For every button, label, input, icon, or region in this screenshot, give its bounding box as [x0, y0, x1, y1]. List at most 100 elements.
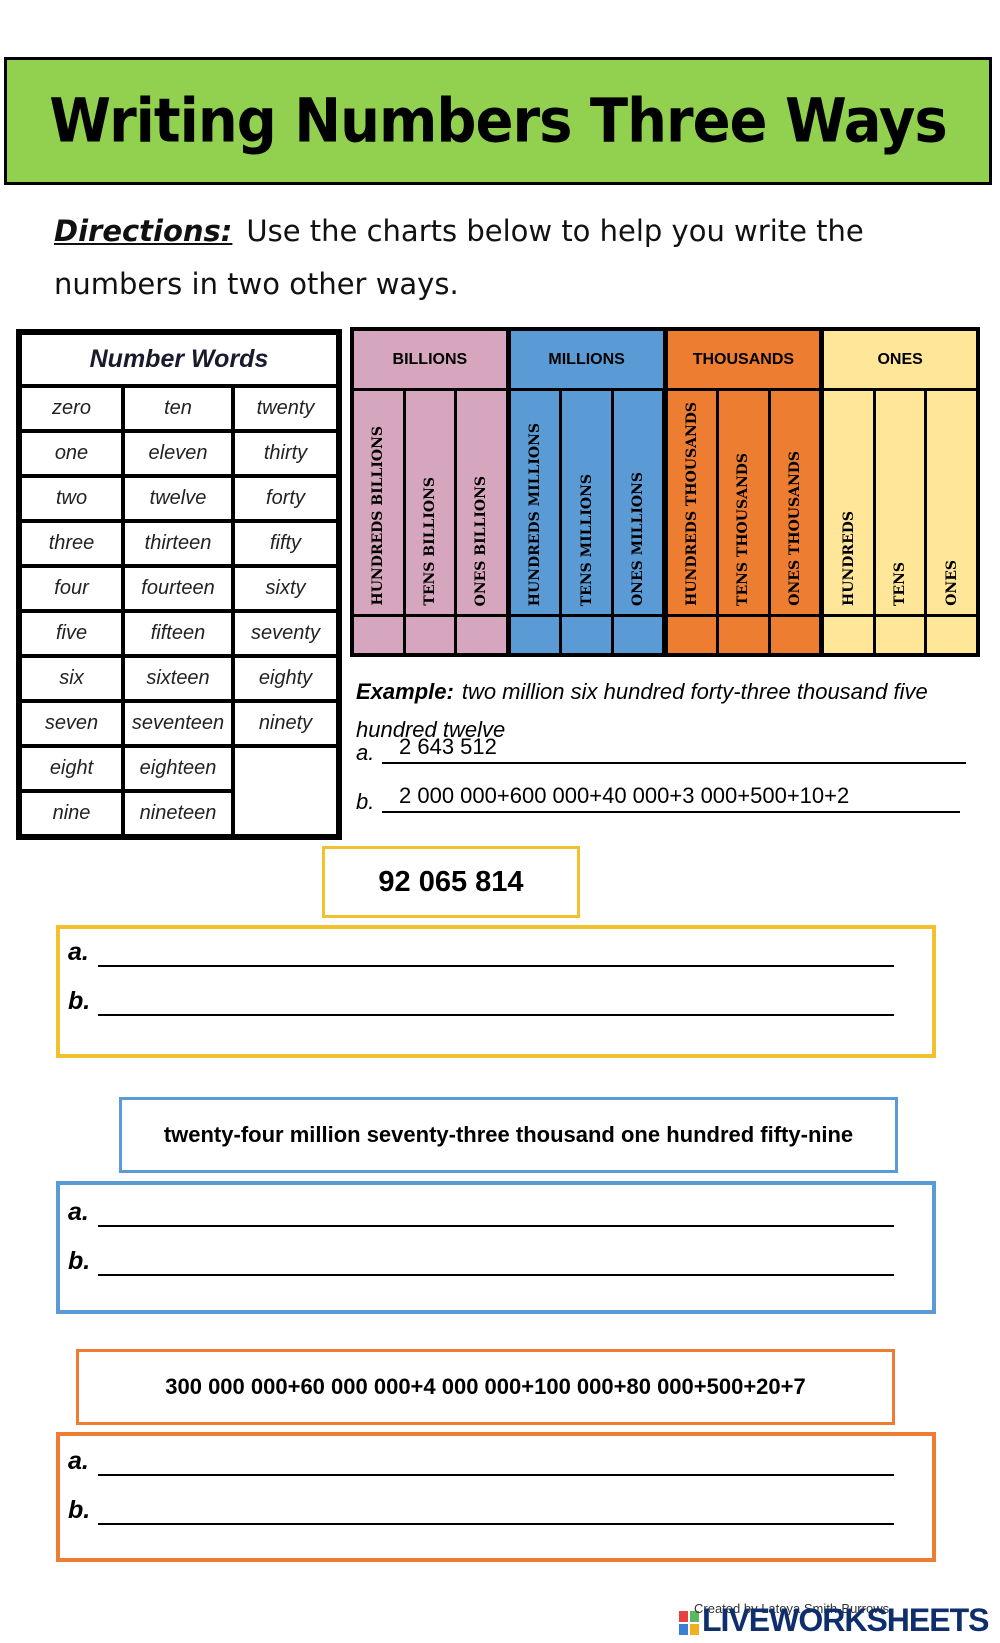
place-group-millions: MILLIONS HUNDREDS MILLIONS TENS MILLIONS ON… — [510, 331, 663, 653]
answer-2b-line — [98, 1274, 894, 1276]
number-word-cell: six — [22, 658, 121, 699]
place-column-text: ONES — [943, 560, 960, 606]
number-words-header: Number Words — [22, 335, 336, 384]
place-group-header: THOUSANDS — [667, 331, 820, 388]
number-word-cell: eighty — [235, 658, 336, 699]
number-word-cell: nine — [22, 793, 121, 834]
place-column-label: ONES THOUSANDS — [770, 391, 820, 614]
place-group-header: BILLIONS — [354, 331, 506, 388]
place-digit-box[interactable] — [354, 617, 403, 653]
place-column-text: ONES BILLIONS — [473, 475, 490, 606]
author-credit: Created by Latoya Smith-Burrows — [694, 1601, 890, 1616]
brand-name: LIVEWORKSHEETS — [702, 1602, 989, 1638]
answer-1a-label: a. — [68, 938, 89, 966]
answer-2a-label: a. — [68, 1198, 89, 1226]
place-column-text: HUNDREDS BILLIONS — [370, 426, 387, 606]
place-column-label: TENS MILLIONS — [562, 391, 611, 614]
answer-3a[interactable]: a. — [68, 1442, 894, 1482]
place-column-label: ONES — [927, 391, 976, 614]
example-a-label: a. — [356, 740, 375, 765]
place-digit-box[interactable] — [667, 617, 717, 653]
number-word-cell: three — [22, 523, 121, 564]
place-digit-box[interactable] — [824, 617, 873, 653]
directions: Directions:Use the charts below to help … — [54, 205, 954, 311]
place-digit-box[interactable] — [875, 617, 925, 653]
number-word-cell: twenty — [235, 388, 336, 429]
place-digit-box[interactable] — [457, 617, 506, 653]
number-word-cell: eleven — [125, 433, 231, 474]
number-word-cell: fifty — [235, 523, 336, 564]
example-b-line — [382, 811, 960, 813]
answer-box-2: a. b. — [56, 1181, 936, 1314]
place-column: HUNDREDS THOUSANDS — [667, 391, 717, 653]
number-word-cell: zero — [22, 388, 121, 429]
answer-2b-label: b. — [68, 1247, 91, 1275]
place-column: HUNDREDS BILLIONS — [354, 391, 403, 653]
directions-text: Use the charts below to help you write t… — [54, 214, 864, 301]
place-column-label: TENS BILLIONS — [405, 391, 455, 614]
number-word-cell: thirteen — [125, 523, 231, 564]
place-column: HUNDREDS — [824, 391, 873, 653]
place-digit-box[interactable] — [613, 617, 663, 653]
answer-1a[interactable]: a. — [68, 933, 894, 973]
answer-1b-line — [98, 1014, 894, 1016]
place-column: ONES — [927, 391, 976, 653]
answer-3a-label: a. — [68, 1447, 89, 1475]
place-column: HUNDREDS MILLIONS — [510, 391, 560, 653]
example-a-value: 2 643 512 — [399, 734, 497, 759]
footer-brand[interactable]: Created by Latoya Smith-Burrows LIVEWORK… — [678, 1601, 1000, 1638]
place-column-text: HUNDREDS MILLIONS — [527, 422, 544, 606]
number-word-cell: five — [22, 613, 121, 654]
answer-2a[interactable]: a. — [68, 1193, 894, 1233]
place-digit-box[interactable] — [405, 617, 455, 653]
place-digit-box[interactable] — [510, 617, 560, 653]
number-word-cell: one — [22, 433, 121, 474]
place-column: TENS THOUSANDS — [719, 391, 768, 653]
given-number-2: twenty-four million seventy-three thousa… — [119, 1097, 898, 1173]
place-column-label: TENS THOUSANDS — [719, 391, 768, 614]
place-group-ones: ONES HUNDREDS TENS ONES — [824, 331, 976, 653]
place-digit-box[interactable] — [562, 617, 611, 653]
answer-3b[interactable]: b. — [68, 1491, 894, 1531]
answer-1b[interactable]: b. — [68, 982, 894, 1022]
place-column-label: HUNDREDS MILLIONS — [510, 391, 560, 614]
place-column-text: TENS — [892, 562, 909, 606]
place-group-header: MILLIONS — [510, 331, 663, 388]
directions-label: Directions: — [54, 214, 233, 248]
place-group-header: ONES — [824, 331, 976, 388]
place-column-text: HUNDREDS THOUSANDS — [683, 402, 700, 606]
number-word-cell: eight — [22, 748, 121, 789]
place-column-text: ONES MILLIONS — [630, 471, 647, 606]
answer-box-1: a. b. — [56, 925, 936, 1058]
place-column-text: ONES THOUSANDS — [786, 451, 803, 606]
place-column-text: HUNDREDS — [840, 511, 857, 606]
place-column-label: HUNDREDS THOUSANDS — [667, 391, 717, 614]
place-column-label: HUNDREDS — [824, 391, 873, 614]
answer-2b[interactable]: b. — [68, 1242, 894, 1282]
example-a-line — [382, 762, 966, 764]
number-word-cell: two — [22, 478, 121, 519]
place-digit-box[interactable] — [770, 617, 820, 653]
place-digit-box[interactable] — [927, 617, 976, 653]
number-word-cell: fifteen — [125, 613, 231, 654]
place-column: TENS — [875, 391, 925, 653]
example-prompt: Example:two million six hundred forty-th… — [356, 673, 976, 749]
number-word-cell: thirty — [235, 433, 336, 474]
place-column-label: HUNDREDS BILLIONS — [354, 391, 403, 614]
place-digit-box[interactable] — [719, 617, 768, 653]
liveworksheets-logo-icon — [679, 1611, 699, 1635]
place-column: TENS MILLIONS — [562, 391, 611, 653]
number-word-cell: seventeen — [125, 703, 231, 744]
blank-cell — [235, 748, 336, 834]
place-column: ONES MILLIONS — [613, 391, 663, 653]
place-column-label: TENS — [875, 391, 925, 614]
page-title: Writing Numbers Three Ways — [49, 85, 947, 157]
place-column-text: TENS BILLIONS — [421, 477, 438, 606]
answer-3b-line — [98, 1523, 894, 1525]
answer-2a-line — [98, 1225, 894, 1227]
place-group-thousands: THOUSANDS HUNDREDS THOUSANDS TENS THOUSAND… — [667, 331, 820, 653]
place-column-label: ONES MILLIONS — [613, 391, 663, 614]
place-column: ONES THOUSANDS — [770, 391, 820, 653]
given-number-3: 300 000 000+60 000 000+4 000 000+100 000… — [76, 1349, 895, 1425]
given-number-3-text: 300 000 000+60 000 000+4 000 000+100 000… — [165, 1374, 806, 1399]
